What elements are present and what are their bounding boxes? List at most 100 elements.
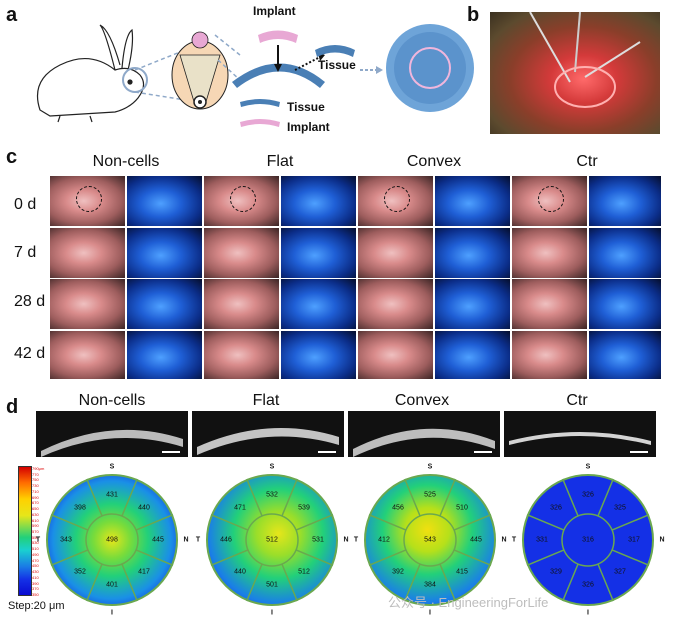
c-row-0d: 0 d bbox=[14, 196, 37, 213]
direction-label-s: S bbox=[109, 463, 115, 471]
photo-convex-7d-white-light bbox=[358, 228, 433, 278]
surgery-photo bbox=[490, 12, 660, 134]
oct-scalebar bbox=[630, 451, 648, 453]
direction-label-n: N bbox=[659, 536, 665, 544]
photo-convex-42d-fluorescein bbox=[435, 331, 510, 379]
photo-ctr-0d-white-light bbox=[512, 176, 587, 226]
photo-convex-28d-white-light bbox=[358, 279, 433, 329]
colorbar-tick: 790μm bbox=[32, 466, 45, 471]
thickness-value-n: 445 bbox=[152, 536, 164, 544]
photo-flat-28d-fluorescein bbox=[281, 279, 356, 329]
thickness-value-in: 327 bbox=[614, 568, 626, 576]
panel-a-schematic bbox=[36, 24, 474, 127]
thickness-value-in: 417 bbox=[138, 568, 150, 576]
direction-label-t: T bbox=[195, 536, 201, 544]
eye-zoom-lines bbox=[134, 49, 186, 101]
photo-ctr-28d-white-light bbox=[512, 279, 587, 329]
c-group-flat: Flat bbox=[266, 153, 294, 170]
colorbar-tick: 570 bbox=[32, 529, 39, 534]
photo-flat-42d-fluorescein bbox=[281, 331, 356, 379]
photo-noncells-0d-fluorescein bbox=[127, 176, 202, 226]
photo-ctr-0d-fluorescein bbox=[589, 176, 661, 226]
photo-noncells-7d-fluorescein bbox=[127, 228, 202, 278]
thickness-value-it: 352 bbox=[74, 568, 86, 576]
colorbar-tick: 510 bbox=[32, 546, 39, 552]
colorbar-tick: 750 bbox=[32, 477, 39, 483]
thickness-map-flat bbox=[206, 474, 338, 606]
photo-ctr-28d-fluorescein bbox=[589, 279, 661, 329]
c-row-28d: 28 d bbox=[14, 293, 46, 310]
photo-ctr-42d-fluorescein bbox=[589, 331, 661, 379]
thickness-colorbar bbox=[18, 466, 32, 596]
thickness-value-center: 316 bbox=[582, 536, 594, 544]
direction-label-n: N bbox=[343, 536, 349, 544]
photo-convex-7d-fluorescein bbox=[435, 228, 510, 278]
photo-convex-0d-fluorescein bbox=[435, 176, 510, 226]
colorbar-tick: 770 bbox=[32, 471, 39, 477]
watermark: 公众号 · EngineeringForLife bbox=[388, 595, 549, 610]
thickness-value-st: 471 bbox=[234, 504, 246, 512]
oct-image-noncells bbox=[36, 411, 188, 457]
implant-outline-circle bbox=[230, 186, 256, 212]
thickness-value-sn: 440 bbox=[138, 504, 150, 512]
colorbar-tick: 350 bbox=[32, 592, 39, 597]
colorbar-tick: 730 bbox=[32, 483, 39, 489]
thickness-value-i: 326 bbox=[582, 581, 594, 589]
implanted-cornea-result bbox=[386, 24, 474, 112]
c-row-7d: 7 d bbox=[14, 244, 37, 261]
c-row-42d: 42 d bbox=[14, 345, 46, 362]
d-group-flat: Flat bbox=[252, 392, 280, 409]
thickness-value-sn: 510 bbox=[456, 504, 468, 512]
implant-top-label: Implant bbox=[253, 4, 296, 18]
photo-ctr-7d-fluorescein bbox=[589, 228, 661, 278]
oct-image-ctr bbox=[504, 411, 656, 457]
photo-noncells-7d-white-light bbox=[50, 228, 125, 278]
thickness-map-noncells bbox=[46, 474, 178, 606]
oct-image-convex bbox=[348, 411, 500, 457]
d-group-ctr: Ctr bbox=[566, 392, 588, 409]
thickness-value-s: 525 bbox=[424, 491, 436, 499]
direction-label-t: T bbox=[353, 536, 359, 544]
colorbar-tick: 450 bbox=[32, 563, 39, 569]
c-group-noncells: Non-cells bbox=[92, 153, 160, 170]
direction-label-s: S bbox=[427, 463, 433, 471]
photo-flat-7d-white-light bbox=[204, 228, 279, 278]
thickness-value-it: 440 bbox=[234, 568, 246, 576]
thickness-value-sn: 539 bbox=[298, 504, 310, 512]
oct-image-flat bbox=[192, 411, 344, 457]
thickness-value-in: 415 bbox=[456, 568, 468, 576]
colorbar-tick: 590 bbox=[32, 523, 39, 529]
thickness-value-center: 543 bbox=[424, 536, 436, 544]
photo-noncells-28d-fluorescein bbox=[127, 279, 202, 329]
thickness-value-in: 512 bbox=[298, 568, 310, 576]
photo-ctr-42d-white-light bbox=[512, 331, 587, 379]
colorbar-tick: 390 bbox=[32, 580, 39, 586]
colorbar-tick: 550 bbox=[32, 534, 39, 540]
direction-label-n: N bbox=[501, 536, 507, 544]
panel-label-b: b bbox=[467, 4, 480, 26]
thickness-value-st: 456 bbox=[392, 504, 404, 512]
thickness-value-t: 331 bbox=[536, 536, 548, 544]
thickness-value-i: 501 bbox=[266, 581, 278, 589]
thickness-value-s: 532 bbox=[266, 491, 278, 499]
colorbar-tick: 530 bbox=[32, 540, 39, 546]
direction-label-i: I bbox=[111, 609, 113, 617]
colorbar-tick: 690 bbox=[32, 494, 39, 500]
colorbar-tick: 710 bbox=[32, 488, 39, 494]
direction-label-n: N bbox=[183, 536, 189, 544]
implant-outline-circle bbox=[538, 186, 564, 212]
thickness-value-n: 317 bbox=[628, 536, 640, 544]
implant-outline-circle bbox=[384, 186, 410, 212]
cornea-implant-diagram bbox=[232, 30, 355, 127]
photo-convex-0d-white-light bbox=[358, 176, 433, 226]
thickness-value-it: 392 bbox=[392, 568, 404, 576]
legend-implant-label: Implant bbox=[287, 120, 330, 134]
implant-outline-circle bbox=[76, 186, 102, 212]
thickness-value-t: 343 bbox=[60, 536, 72, 544]
panel-label-d: d bbox=[6, 396, 19, 418]
c-group-convex: Convex bbox=[406, 153, 462, 170]
surgical-instruments bbox=[529, 12, 641, 108]
photo-noncells-42d-fluorescein bbox=[127, 331, 202, 379]
photo-flat-0d-white-light bbox=[204, 176, 279, 226]
oct-scalebar bbox=[474, 451, 492, 453]
